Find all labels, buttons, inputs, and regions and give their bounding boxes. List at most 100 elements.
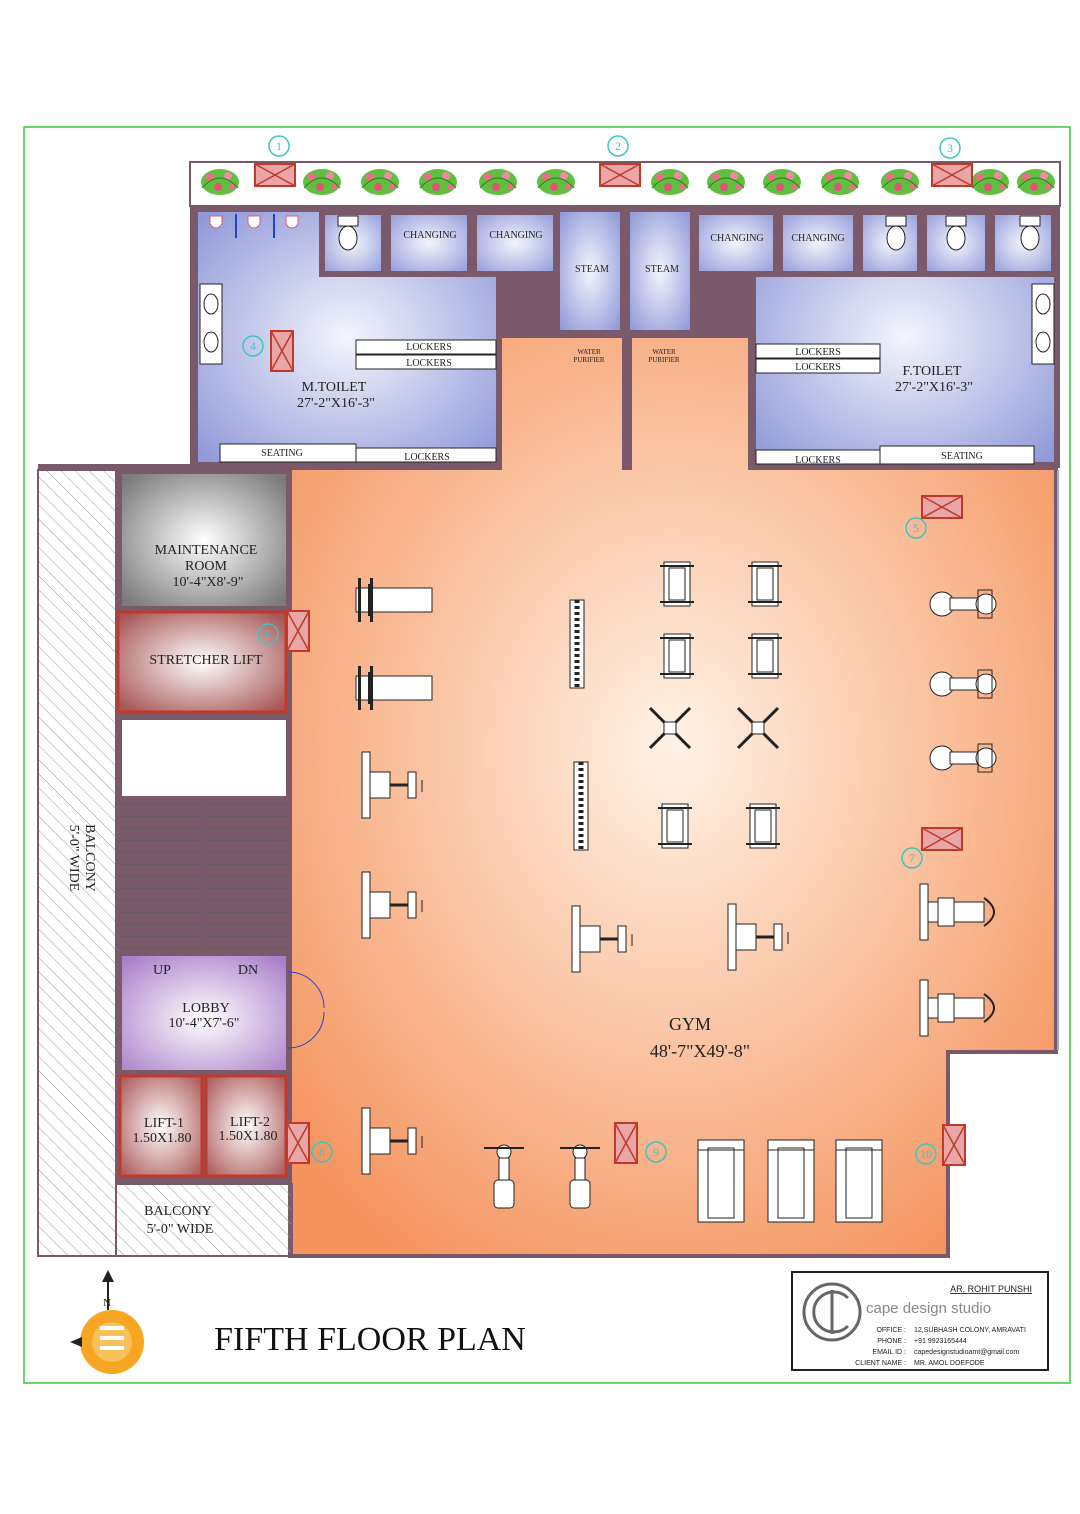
studio-logo xyxy=(802,1282,862,1342)
phone-label: PHONE : xyxy=(877,1338,906,1345)
architect-name: AR. ROHIT PUNSHI xyxy=(950,1284,1032,1294)
gym-name: GYM xyxy=(669,1014,711,1034)
lockers-label-m-1: LOCKERS xyxy=(406,342,452,353)
seating-label-m: SEATING xyxy=(261,448,303,459)
toilet-icon xyxy=(337,215,359,251)
lockers-label-m-3: LOCKERS xyxy=(404,452,450,463)
marker-2: 2 xyxy=(615,139,621,153)
stair-flight-down xyxy=(208,800,286,952)
client-value: MR. AMOL DOEFODE xyxy=(914,1360,985,1367)
balcony-bottom xyxy=(115,1183,293,1257)
changing-room-2 xyxy=(471,209,559,277)
title-block xyxy=(791,1271,1049,1371)
maintenance-size: 10'-4"X8'-9" xyxy=(173,575,244,590)
window-7 xyxy=(921,827,963,851)
gym-size: 48'-7"X49'-8" xyxy=(650,1041,750,1061)
wall xyxy=(38,464,292,470)
window-2 xyxy=(599,163,641,187)
changing-label-2: CHANGING xyxy=(489,230,542,241)
lobby-size: 10'-4"X7'-6" xyxy=(169,1016,240,1031)
marker-5: 5 xyxy=(913,521,919,535)
wash-basins xyxy=(199,283,1055,365)
phone-value: +91 9923165444 xyxy=(914,1338,967,1345)
marker-circles xyxy=(242,135,961,1165)
window-10 xyxy=(942,1124,966,1166)
balcony-side-name: BALCONY xyxy=(82,824,97,892)
marker-7: 7 xyxy=(909,851,915,865)
lockers-label-f-2: LOCKERS xyxy=(795,362,841,373)
lobby-door xyxy=(287,971,325,1049)
studio-name: cape design studio xyxy=(866,1300,991,1317)
lobby-name: LOBBY xyxy=(182,1001,229,1016)
window-9 xyxy=(614,1122,638,1164)
marker-8: 8 xyxy=(319,1145,325,1159)
seating-f xyxy=(879,445,1035,465)
lift-1-size: 1.50X1.80 xyxy=(132,1131,191,1146)
steam-label-right: STEAM xyxy=(645,264,679,275)
office-value: 12,SUBHASH COLONY, AMRAVATI xyxy=(914,1327,1026,1334)
steam-room-left xyxy=(560,212,620,330)
marker-10: 10 xyxy=(920,1147,932,1161)
gym-floor xyxy=(288,334,1058,1258)
purifier-label-left: PURIFIER xyxy=(573,356,604,364)
changing-label-4: CHANGING xyxy=(791,233,844,244)
office-label: OFFICE : xyxy=(876,1327,906,1334)
maintenance-room xyxy=(122,474,286,606)
balcony-bottom-name: BALCONY xyxy=(144,1204,212,1219)
stair-flight-up xyxy=(122,800,204,952)
purifier-label-right: PURIFIER xyxy=(648,356,679,364)
changing-room-1 xyxy=(385,209,473,277)
toilet-icon xyxy=(1019,215,1041,251)
email-label: EMAIL ID : xyxy=(872,1349,906,1356)
steam-label-left: STEAM xyxy=(575,264,609,275)
m-toilet-size: 27'-2"X16'-3" xyxy=(297,396,375,411)
seating-m xyxy=(219,443,357,463)
lobby-dn: DN xyxy=(238,963,258,978)
window-6 xyxy=(286,610,310,652)
water-label-right: WATER xyxy=(652,348,676,356)
changing-room-3 xyxy=(693,209,779,277)
maintenance-name-1: MAINTENANCE xyxy=(155,543,258,558)
lockers-label-f-3: LOCKERS xyxy=(795,455,841,466)
lockers-f-1 xyxy=(755,343,881,359)
window-1 xyxy=(254,163,296,187)
lockers-m-2 xyxy=(355,354,497,370)
lockers-label-m-2: LOCKERS xyxy=(406,358,452,369)
window-4 xyxy=(270,330,294,372)
f-toilet-name: F.TOILET xyxy=(903,364,962,379)
lift-2-size: 1.50X1.80 xyxy=(218,1129,277,1144)
window-8 xyxy=(286,1122,310,1164)
lift-1 xyxy=(118,1074,204,1178)
sheet-border xyxy=(23,126,1071,1384)
stair-landing xyxy=(122,720,286,796)
seating-label-f: SEATING xyxy=(941,451,983,462)
balcony-side-size: 5'-0" WIDE xyxy=(66,825,81,892)
lobby-up: UP xyxy=(153,963,171,978)
changing-room-4 xyxy=(777,209,859,277)
changing-label-3: CHANGING xyxy=(710,233,763,244)
lockers-f-2 xyxy=(755,358,881,374)
water-label-left: WATER xyxy=(577,348,601,356)
email-value: capedesignstudioamt@gmail.com xyxy=(914,1349,1019,1356)
changing-label-1: CHANGING xyxy=(403,230,456,241)
lobby xyxy=(122,956,286,1070)
client-label: CLIENT NAME : xyxy=(855,1360,906,1367)
marker-9: 9 xyxy=(653,1145,659,1159)
toilet-icon xyxy=(885,215,907,251)
lift-1-name: LIFT-1 xyxy=(144,1116,184,1131)
balcony-bottom-size: 5'-0" WIDE xyxy=(147,1222,214,1237)
stretcher-lift xyxy=(116,610,288,714)
marker-4: 4 xyxy=(250,339,256,353)
m-toilet-name: M.TOILET xyxy=(302,380,367,395)
urinals xyxy=(209,214,299,238)
maintenance-name-2: ROOM xyxy=(185,559,228,574)
marker-6: 6 xyxy=(265,627,271,641)
marker-1: 1 xyxy=(276,139,282,153)
stretcher-lift-name: STRETCHER LIFT xyxy=(149,653,263,668)
plan-title: FIFTH FLOOR PLAN xyxy=(214,1321,526,1358)
compass-icon xyxy=(70,1270,144,1374)
steam-room-right xyxy=(630,212,690,330)
lift-2-name: LIFT-2 xyxy=(230,1115,270,1130)
toilet-icon xyxy=(945,215,967,251)
